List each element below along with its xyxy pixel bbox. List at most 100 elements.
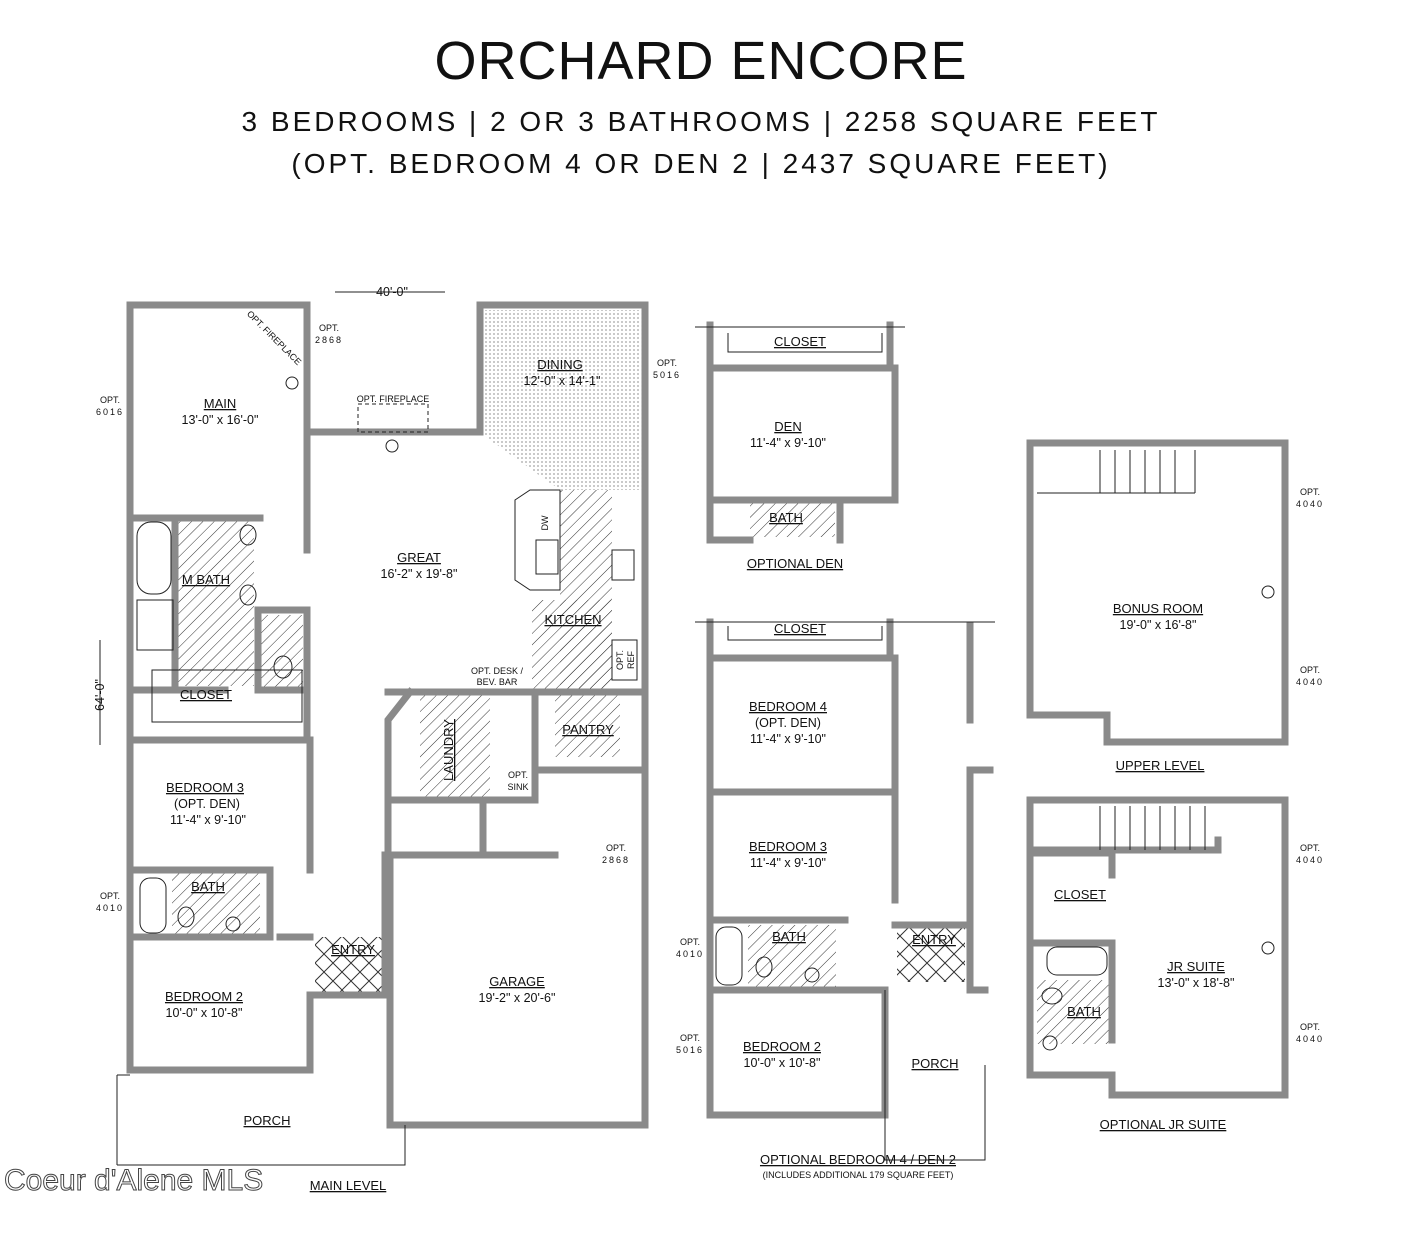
main-interior-walls bbox=[126, 428, 649, 941]
upper-level-caption: UPPER LEVEL bbox=[1116, 758, 1205, 773]
bed4-closet-label: CLOSET bbox=[774, 621, 826, 636]
toilet-icon bbox=[755, 956, 773, 978]
bedroom3-dims: 11'-4" x 9'-10" bbox=[170, 813, 246, 827]
bathtub-icon bbox=[715, 926, 743, 986]
refrigerator-icon bbox=[611, 639, 638, 681]
m-bath-label: M BATH bbox=[182, 572, 230, 587]
bathtub-icon bbox=[139, 877, 167, 934]
stairs-icon bbox=[1099, 806, 1206, 850]
bonus-room-label: BONUS ROOM bbox=[1113, 601, 1203, 616]
window-opt-label: OPT. bbox=[1300, 843, 1320, 853]
dining-label: DINING bbox=[537, 357, 583, 372]
dw-note: DW bbox=[540, 515, 550, 530]
window-size-label: 4010 bbox=[96, 903, 124, 913]
jr-bath-label: BATH bbox=[1067, 1004, 1101, 1019]
bedroom4-label: BEDROOM 4 bbox=[749, 699, 827, 714]
tv-icon bbox=[1261, 941, 1275, 955]
tv-icon bbox=[385, 439, 399, 453]
toilet-room-hatch bbox=[258, 615, 303, 690]
bedroom3-label: BEDROOM 3 bbox=[749, 839, 827, 854]
window-opt-label: OPT. bbox=[100, 891, 120, 901]
main-level-caption: MAIN LEVEL bbox=[310, 1178, 387, 1193]
window-opt-label: OPT. bbox=[606, 843, 626, 853]
sink-icon bbox=[225, 916, 241, 932]
upper-level-plan: BONUS ROOM 19'-0" x 16'-8" UPPER LEVEL O… bbox=[1026, 439, 1324, 773]
entry-tile bbox=[897, 925, 965, 982]
bathtub-icon bbox=[1046, 946, 1108, 976]
bedroom4-sub: (OPT. DEN) bbox=[755, 716, 821, 730]
sink-note-2: SINK bbox=[507, 782, 528, 792]
window-size-label: 6016 bbox=[96, 407, 124, 417]
tv-icon bbox=[285, 376, 299, 390]
sink-icon bbox=[1042, 1035, 1058, 1051]
den-closet-label: CLOSET bbox=[774, 334, 826, 349]
window-opt-label: OPT. bbox=[680, 937, 700, 947]
jr-closet-label: CLOSET bbox=[1054, 887, 1106, 902]
main-dims: 13'-0" x 16'-0" bbox=[182, 413, 259, 427]
window-size-label: 2868 bbox=[602, 855, 630, 865]
bath-hatch bbox=[172, 873, 260, 935]
garage-dims: 19'-2" x 20'-6" bbox=[479, 991, 556, 1005]
bonus-room-dims: 19'-0" x 16'-8" bbox=[1120, 618, 1197, 632]
window-opt-label: OPT. bbox=[657, 358, 677, 368]
fireplace-note: OPT. FIREPLACE bbox=[357, 394, 430, 404]
window-opt-label: OPT. bbox=[1300, 1022, 1320, 1032]
optional-bedroom4-plan: CLOSET BEDROOM 4 (OPT. DEN) 11'-4" x 9'-… bbox=[676, 618, 995, 1180]
main-level-plan: 40'-0" 64'-0" MAIN 13'-0" x 16'-0" GREAT… bbox=[93, 285, 681, 1193]
pantry-hatch bbox=[555, 695, 620, 757]
closet-outline bbox=[695, 326, 905, 353]
window-opt-label: OPT. bbox=[680, 1033, 700, 1043]
bedroom3-dims: 11'-4" x 9'-10" bbox=[750, 856, 826, 870]
window-size-label: 5016 bbox=[653, 370, 681, 380]
entry-label: ENTRY bbox=[912, 932, 956, 947]
closet-shelf bbox=[151, 669, 303, 723]
optional-den-plan: CLOSET DEN 11'-4" x 9'-10" BATH OPTIONAL… bbox=[695, 321, 905, 571]
optional-den-caption: OPTIONAL DEN bbox=[747, 556, 843, 571]
window-opt-label: OPT. bbox=[100, 395, 120, 405]
window-size-label: 5016 bbox=[676, 1045, 704, 1055]
toilet-icon bbox=[1041, 987, 1063, 1005]
pantry-label: PANTRY bbox=[562, 722, 614, 737]
window-size-label: 4040 bbox=[1296, 1034, 1324, 1044]
bedroom3-sub: (OPT. DEN) bbox=[174, 797, 240, 811]
window-opt-label: OPT. bbox=[1300, 665, 1320, 675]
laundry-hatch bbox=[420, 695, 490, 798]
bedroom4-dims: 11'-4" x 9'-10" bbox=[750, 732, 826, 746]
shower-icon bbox=[136, 599, 174, 651]
tv-icon bbox=[1261, 585, 1275, 599]
plan-title: ORCHARD ENCORE bbox=[434, 31, 968, 91]
sink-icon bbox=[239, 524, 257, 546]
jr-suite-label: JR SUITE bbox=[1167, 959, 1225, 974]
kitchen-sink-icon bbox=[535, 539, 559, 575]
window-opt-label: OPT. bbox=[1300, 487, 1320, 497]
window-size-label: 4040 bbox=[1296, 499, 1324, 509]
entry-label: ENTRY bbox=[331, 942, 375, 957]
den-bath-label: BATH bbox=[769, 510, 803, 525]
window-size-label: 2868 bbox=[315, 335, 343, 345]
dining-floor-texture bbox=[483, 310, 642, 490]
desk-note-2: BEV. BAR bbox=[477, 677, 518, 687]
range-icon bbox=[611, 549, 635, 581]
kitchen-label: KITCHEN bbox=[544, 612, 601, 627]
window-opt-label: OPT. bbox=[319, 323, 339, 333]
porch-outline bbox=[117, 1074, 406, 1166]
window-size-label: 4010 bbox=[676, 949, 704, 959]
window-size-label: 4040 bbox=[1296, 855, 1324, 865]
bedroom2-label: BEDROOM 2 bbox=[743, 1039, 821, 1054]
desk-note: OPT. DESK / bbox=[471, 666, 524, 676]
bedroom2-dims: 10'-0" x 10'-8" bbox=[744, 1056, 821, 1070]
main-exterior-walls bbox=[126, 301, 649, 1129]
bath-hatch bbox=[1037, 980, 1109, 1044]
sink-icon bbox=[804, 967, 820, 983]
jr-suite-plan: CLOSET BATH JR SUITE 13'-0" x 18'-8" OPT… bbox=[1026, 796, 1324, 1132]
garage-label: GARAGE bbox=[489, 974, 545, 989]
depth-dimension: 64'-0" bbox=[93, 679, 107, 711]
bath-hatch bbox=[750, 503, 835, 537]
bedroom2-label: BEDROOM 2 bbox=[165, 989, 243, 1004]
optional-den-walls bbox=[706, 321, 899, 544]
jr-suite-caption: OPTIONAL JR SUITE bbox=[1100, 1117, 1227, 1132]
width-dimension: 40'-0" bbox=[376, 285, 408, 299]
ref-note-2: REF bbox=[626, 650, 636, 669]
den-dims: 11'-4" x 9'-10" bbox=[750, 436, 826, 450]
